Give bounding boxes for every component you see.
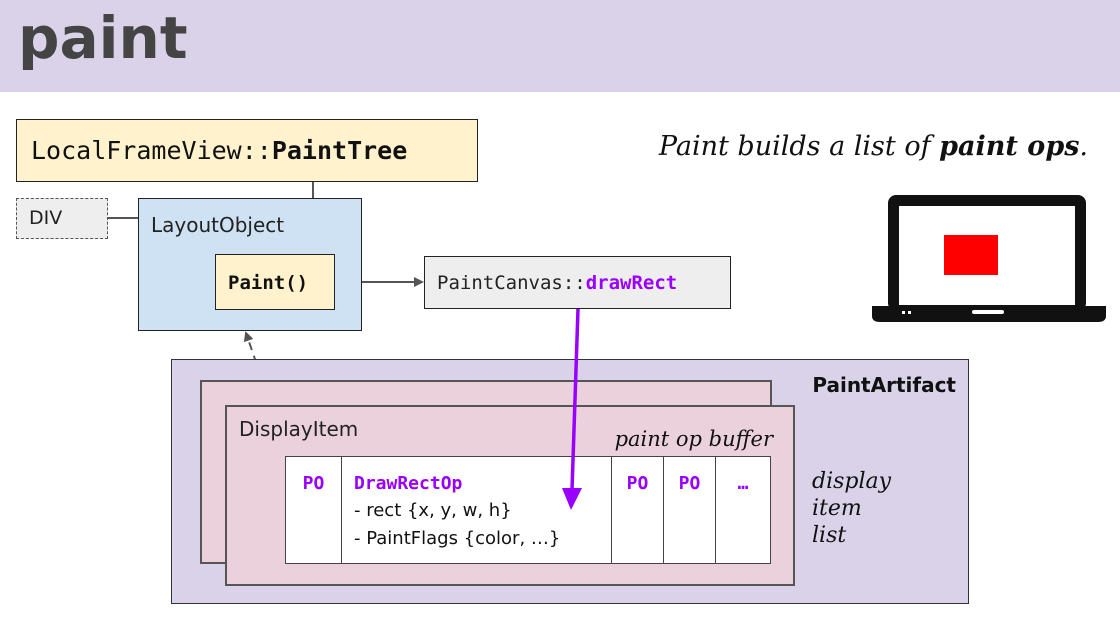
draw-rect-method: drawRect	[585, 272, 678, 294]
draw-rect-op-name: DrawRectOp	[354, 473, 463, 494]
po-label-2: PO	[626, 473, 649, 494]
paint-artifact-label: PaintArtifact	[812, 373, 956, 397]
laptop-dot-2	[908, 311, 911, 314]
draw-rect-prefix: PaintCanvas::	[437, 272, 586, 294]
display-list-cell-drawrectop: DrawRectOp - rect {x, y, w, h} - PaintFl…	[341, 456, 612, 564]
po-label-3: PO	[678, 473, 701, 494]
paint-method-name: Paint	[228, 272, 286, 294]
headline: Paint builds a list of paint ops.	[600, 131, 1088, 162]
paint-op-buffer-label: paint op buffer	[614, 427, 773, 451]
layout-object-label: LayoutObject	[151, 213, 285, 237]
display-list-cell-ellipsis: …	[715, 456, 771, 564]
title-banner: paint	[0, 0, 1120, 92]
ellipsis-label: …	[737, 473, 749, 494]
display-item-list-label: display item list	[812, 468, 891, 549]
page-title: paint	[18, 4, 188, 72]
paint-method-box: Paint()	[215, 254, 335, 310]
paint-tree-prefix: LocalFrameView::	[31, 136, 272, 165]
arrow-draw-rect-to-op-head	[562, 488, 582, 510]
draw-rect-op-line-2: - PaintFlags {color, …}	[354, 528, 561, 549]
div-box: DIV	[16, 198, 108, 239]
laptop-trackpad	[972, 310, 1004, 314]
side-label-line-1: display	[812, 469, 892, 494]
div-label: DIV	[29, 207, 63, 229]
draw-rect-op-line-1: - rect {x, y, w, h}	[354, 500, 512, 521]
side-label-line-3: list	[812, 523, 847, 548]
laptop-dot-1	[902, 311, 905, 314]
po-label-1: PO	[302, 473, 325, 494]
arrow-draw-rect-to-op	[570, 308, 580, 491]
headline-suffix: .	[1079, 131, 1088, 162]
side-label-line-2: item	[812, 496, 862, 521]
display-list-cell-po-3: PO	[663, 456, 716, 564]
paint-method-parens: ()	[285, 272, 309, 294]
headline-prefix: Paint builds a list of	[658, 131, 940, 162]
arrow-display-item-to-layout-object	[243, 331, 271, 404]
laptop-screen-red-rect	[944, 235, 998, 275]
headline-emphasis: paint ops	[939, 131, 1080, 162]
display-list-cell-po-2: PO	[611, 456, 664, 564]
draw-rect-box: PaintCanvas::drawRect	[424, 256, 731, 309]
paint-tree-box: LocalFrameView::PaintTree	[16, 119, 478, 182]
paint-tree-method: PaintTree	[271, 136, 408, 165]
display-item-label: DisplayItem	[239, 417, 359, 441]
